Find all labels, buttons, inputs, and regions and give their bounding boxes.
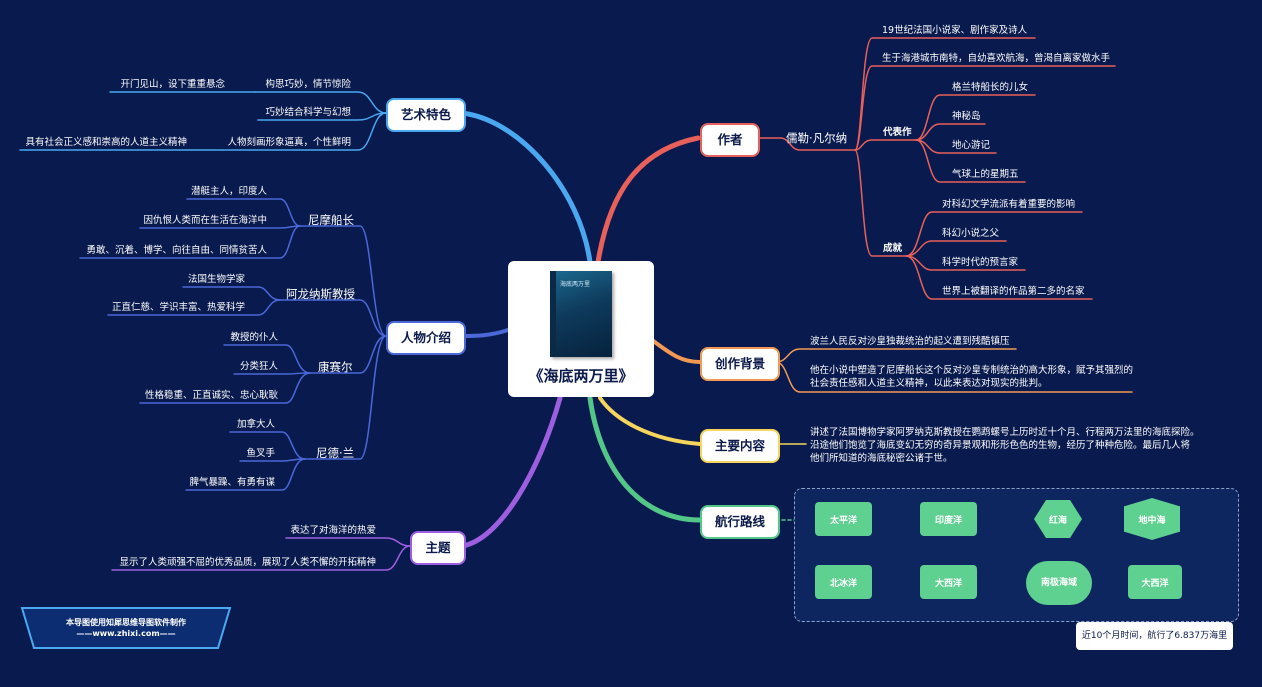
route-summary[interactable]: 近10个月时间，航行了6.837万海里 <box>1076 622 1233 650</box>
author-fact-2[interactable]: 生于海港城市南特，自幼喜欢航海，曾渴自离家做水手 <box>882 53 1111 64</box>
trunk-background <box>650 338 702 364</box>
achievement-item-1[interactable]: 对科幻文学流派有着重要的影响 <box>942 199 1076 210</box>
branch-characters[interactable]: 人物介绍 <box>386 321 466 355</box>
aronnax-trait-2[interactable]: 正直仁慈、学识丰富、热爱科学 <box>111 302 245 313</box>
route-node-arctic[interactable]: 北冰洋 <box>815 565 872 599</box>
background-item-2-line1[interactable]: 他在小说中塑造了尼摩船长这个反对沙皇专制统治的高大形象，赋予其强烈的 <box>810 365 1134 376</box>
background-item-1[interactable]: 波兰人民反对沙皇独裁统治的起义遭到残酷镇压 <box>810 336 1010 347</box>
route-node-pacific[interactable]: 太平洋 <box>815 502 872 536</box>
branch-main-content[interactable]: 主要内容 <box>700 429 780 463</box>
works-label[interactable]: 代表作 <box>883 127 912 138</box>
achievement-item-3[interactable]: 科学时代的预言家 <box>942 257 1019 268</box>
aronnax-trait-1[interactable]: 法国生物学家 <box>187 274 245 285</box>
content-line-1[interactable]: 讲述了法国博物学家阿罗纳克斯教授在鹦鹉螺号上历时近十个月、行程两万法里的海底探险… <box>810 427 1200 438</box>
theme-item-2[interactable]: 显示了人类顽强不屈的优秀品质，展现了人类不懈的开拓精神 <box>119 557 376 568</box>
nemo-trait-1[interactable]: 潜艇主人，印度人 <box>190 186 267 197</box>
central-topic-title: 《海底两万里》 <box>528 367 634 385</box>
nemo-trait-2[interactable]: 因仇恨人类而在生活在海洋中 <box>143 215 267 226</box>
branch-art[interactable]: 艺术特色 <box>386 98 466 132</box>
nemo-trait-3[interactable]: 勇敢、沉着、博学、向往自由、同情贫苦人 <box>86 245 267 256</box>
content-line-3[interactable]: 他们所知道的海底秘密公诸于世。 <box>810 453 953 464</box>
background-item-2-line2[interactable]: 社会责任感和人道主义精神，以此来表达对现实的批判。 <box>810 378 1048 389</box>
character-conseil[interactable]: 康赛尔 <box>318 360 353 374</box>
conseil-trait-3[interactable]: 性格稳重、正直诚实、忠心耿耿 <box>144 390 278 401</box>
route-node-atlantic-1[interactable]: 大西洋 <box>1128 565 1182 599</box>
route-node-indian[interactable]: 印度洋 <box>920 502 977 536</box>
theme-item-1[interactable]: 表达了对海洋的热爱 <box>290 525 376 536</box>
character-ned-land[interactable]: 尼德·兰 <box>316 446 355 460</box>
ned-trait-2[interactable]: 鱼叉手 <box>246 448 275 459</box>
credit-line-1: 本导图使用知犀思维导图软件制作 <box>66 618 186 627</box>
book-spine <box>550 271 556 357</box>
trunk-content <box>598 396 702 446</box>
trunk-author <box>595 135 701 265</box>
ned-trait-1[interactable]: 加拿大人 <box>236 419 275 430</box>
work-item-3[interactable]: 地心游记 <box>952 140 991 151</box>
art-item-1-title[interactable]: 构思巧妙，情节惊险 <box>265 79 351 90</box>
work-item-2[interactable]: 神秘岛 <box>952 111 981 122</box>
author-fact-1[interactable]: 19世纪法国小说家、剧作家及诗人 <box>882 25 1028 36</box>
conseil-trait-2[interactable]: 分类狂人 <box>239 361 278 372</box>
software-credit-badge: 本导图使用知犀思维导图软件制作 ——www.zhixi.com—— <box>20 607 232 649</box>
trunk-theme <box>459 395 563 549</box>
art-item-2-title[interactable]: 巧妙结合科学与幻想 <box>265 107 351 118</box>
art-item-3-detail[interactable]: 具有社会正义感和崇高的人道主义精神 <box>25 137 187 148</box>
branch-theme[interactable]: 主题 <box>410 531 466 565</box>
credit-badge-frame <box>20 607 232 649</box>
work-item-1[interactable]: 格兰特船长的儿女 <box>952 82 1029 93</box>
content-line-2[interactable]: 沿途他们饱览了海底变幻无穷的奇异景观和形形色色的生物，经历了种种危险。最后几人将 <box>810 440 1191 451</box>
branch-author[interactable]: 作者 <box>700 123 760 157</box>
trunk-route <box>587 395 703 523</box>
character-nemo[interactable]: 尼摩船长 <box>308 213 354 227</box>
credit-line-2: ——www.zhixi.com—— <box>76 629 176 638</box>
author-name[interactable]: 儒勒·凡尔纳 <box>786 131 848 145</box>
art-item-3-title[interactable]: 人物刻画形象逼真，个性鲜明 <box>227 137 351 148</box>
branch-background[interactable]: 创作背景 <box>700 347 780 381</box>
achievement-item-2[interactable]: 科幻小说之父 <box>942 228 1000 239</box>
route-node-atlantic-2[interactable]: 大西洋 <box>920 565 977 599</box>
achievement-item-4[interactable]: 世界上被翻译的作品第二多的名家 <box>942 286 1085 297</box>
achievements-label[interactable]: 成就 <box>883 243 903 254</box>
character-aronnax[interactable]: 阿龙纳斯教授 <box>286 287 355 301</box>
conseil-trait-1[interactable]: 教授的仆人 <box>230 332 278 343</box>
ned-trait-3[interactable]: 脾气暴躁、有勇有谋 <box>189 477 275 488</box>
route-node-mediterranean[interactable]: 地中海 <box>1124 498 1180 540</box>
central-topic[interactable]: 海底两万里 《海底两万里》 <box>508 261 654 397</box>
book-cover-title: 海底两万里 <box>560 281 591 288</box>
route-node-antarctic[interactable]: 南极海域 <box>1026 561 1092 605</box>
art-item-1-detail[interactable]: 开门见山，设下重重悬念 <box>120 79 225 90</box>
branch-route[interactable]: 航行路线 <box>700 505 780 539</box>
book-cover-image: 海底两万里 <box>550 271 612 357</box>
work-item-4[interactable]: 气球上的星期五 <box>952 169 1019 180</box>
trunk-art <box>459 110 593 265</box>
trunk-characters <box>460 328 510 338</box>
